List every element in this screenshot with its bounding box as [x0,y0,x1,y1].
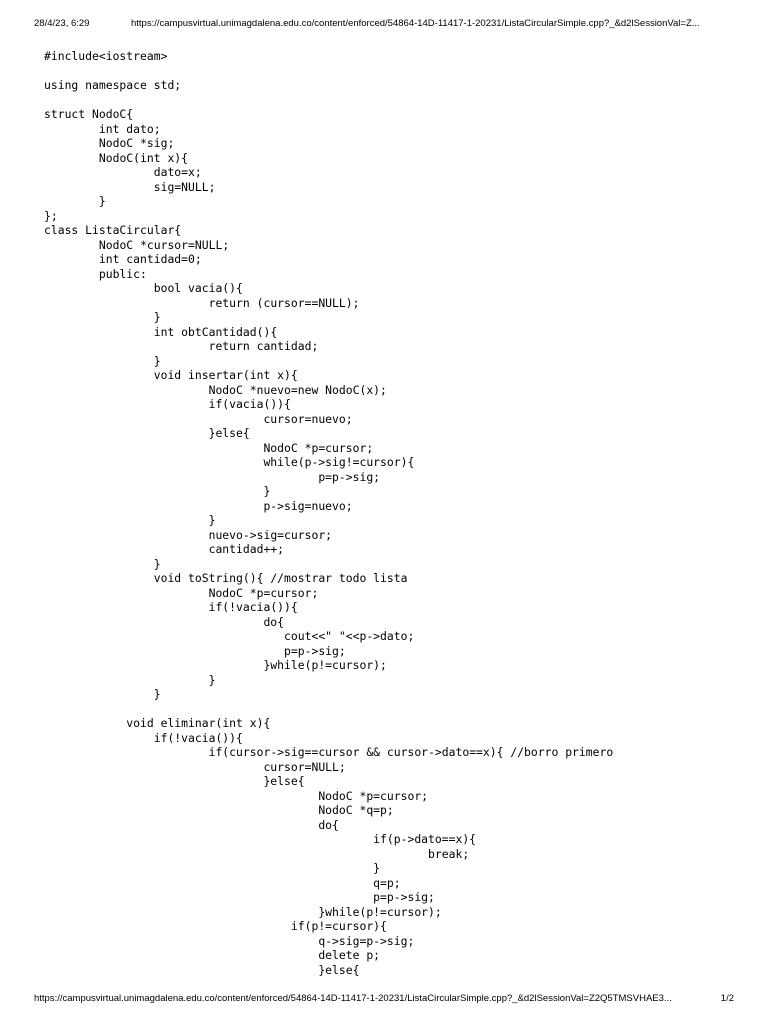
code-line: sig=NULL; [44,179,216,194]
code-line: do{ [44,614,285,629]
code-line: NodoC *cursor=NULL; [44,237,230,252]
code-line: p=p->sig; [44,890,435,904]
print-header-url: https://campusvirtual.unimagdalena.edu.c… [131,18,700,29]
code-line: class ListaCircular{ [44,223,182,237]
code-line: } [44,861,381,875]
code-line: void insertar(int x){ [44,368,298,382]
code-line: if(p->dato==x){ [44,832,477,846]
code-line: bool vacia(){ [44,281,243,295]
code-line: break; [44,846,470,861]
code-line: }else{ [44,774,305,788]
print-footer: https://campusvirtual.unimagdalena.edu.c… [34,992,734,1006]
code-line: return cantidad; [44,339,319,353]
code-line: NodoC *nuevo=new NodoC(x); [44,382,387,397]
code-line: q=p; [44,875,401,890]
code-line: NodoC *p=cursor; [44,440,374,455]
code-line: NodoC(int x){ [44,150,189,165]
code-line: #include<iostream> [44,49,168,63]
code-line: NodoC *q=p; [44,803,394,817]
code-line: NodoC *p=cursor; [44,788,429,803]
code-line: cantidad++; [44,542,285,556]
code-line: q->sig=p->sig; [44,933,415,948]
code-line: } [44,484,271,498]
code-line: do{ [44,817,339,832]
code-line: }while(p!=cursor); [44,658,387,672]
code-line: cursor=nuevo; [44,411,353,426]
code-line: int cantidad=0; [44,252,202,266]
code-line: cout<<" "<<p->dato; [44,629,415,643]
code-line: public: [44,266,147,281]
code-line: if(!vacia()){ [44,600,298,614]
code-line: while(p->sig!=cursor){ [44,455,415,469]
print-header: 28/4/23, 6:29 https://campusvirtual.unim… [34,17,734,31]
code-line: void eliminar(int x){ [44,716,271,730]
code-line: } [44,672,216,687]
code-line: if(p!=cursor){ [44,919,387,933]
code-line: }else{ [44,426,250,440]
code-line: if(vacia()){ [44,397,291,411]
code-line: delete p; [44,948,381,962]
code-line: }; [44,208,58,223]
code-line: int dato; [44,121,161,136]
code-line: } [44,556,161,571]
code-line: if(!vacia()){ [44,730,243,745]
print-date: 28/4/23, 6:29 [34,18,90,29]
code-line: } [44,353,161,368]
code-line [44,702,613,717]
code-line: } [44,194,106,208]
code-line: p=p->sig; [44,643,346,658]
code-line: p=p->sig; [44,469,381,484]
code-line: } [44,513,216,527]
code-line: using namespace std; [44,78,182,92]
code-line: }while(p!=cursor); [44,904,442,919]
code-line [44,93,613,108]
code-line: } [44,687,161,701]
code-line: void toString(){ //mostrar todo lista [44,571,408,585]
code-line: int obtCantidad(){ [44,324,278,339]
code-line [44,64,613,79]
code-line: NodoC *sig; [44,136,175,150]
code-line: dato=x; [44,165,202,179]
code-line: } [44,310,161,324]
code-line: return (cursor==NULL); [44,295,360,310]
source-code-block: #include<iostream> using namespace std; st… [44,49,613,977]
code-line: p->sig=nuevo; [44,498,353,513]
code-line: }else{ [44,962,360,977]
print-footer-url: https://campusvirtual.unimagdalena.edu.c… [34,993,672,1004]
page-number: 1/2 [720,993,734,1004]
code-line: struct NodoC{ [44,107,134,121]
code-line: cursor=NULL; [44,759,346,774]
code-line: if(cursor->sig==cursor && cursor->dato==… [44,745,614,759]
code-line: NodoC *p=cursor; [44,585,319,600]
code-line: nuevo->sig=cursor; [44,527,333,542]
